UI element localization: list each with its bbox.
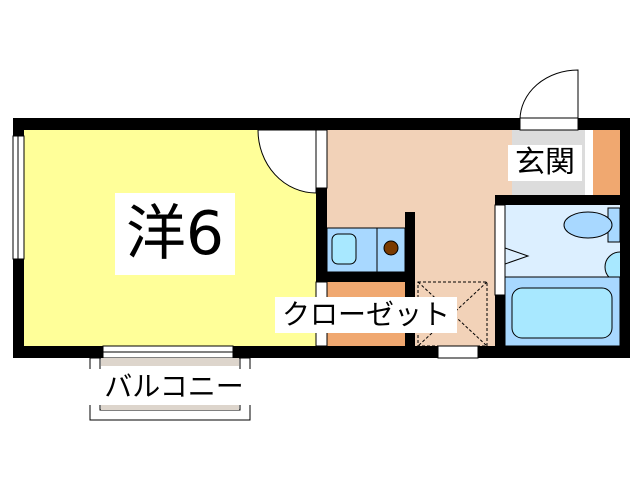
shoe-cabinet xyxy=(593,130,620,195)
kitchen-sink xyxy=(331,233,357,265)
entrance-label: 玄関 xyxy=(508,145,582,181)
kitchen-wall-stub xyxy=(405,212,415,346)
balcony-rail-top xyxy=(101,358,239,366)
stove-burner xyxy=(383,240,399,256)
bath-door xyxy=(494,204,506,296)
entrance-door xyxy=(519,117,579,131)
room-door-swing xyxy=(257,129,317,194)
bath-door-swing xyxy=(504,247,530,265)
balcony-label: バルコニー xyxy=(88,369,260,405)
kitchen-floor-ext xyxy=(495,130,512,195)
room-door-jamb xyxy=(315,129,328,189)
toilet-bowl xyxy=(563,211,613,239)
bath-wall xyxy=(495,195,620,205)
western-room-label: 洋6 xyxy=(115,193,235,275)
entrance-door-jamb xyxy=(585,130,593,195)
kitchen-window xyxy=(437,345,479,359)
entrance-door-swing xyxy=(519,69,579,121)
bathtub-basin xyxy=(511,287,613,339)
closet-label: クローゼット xyxy=(275,297,457,333)
balcony-rail-bottom xyxy=(101,402,239,410)
closet-wall xyxy=(327,272,405,282)
